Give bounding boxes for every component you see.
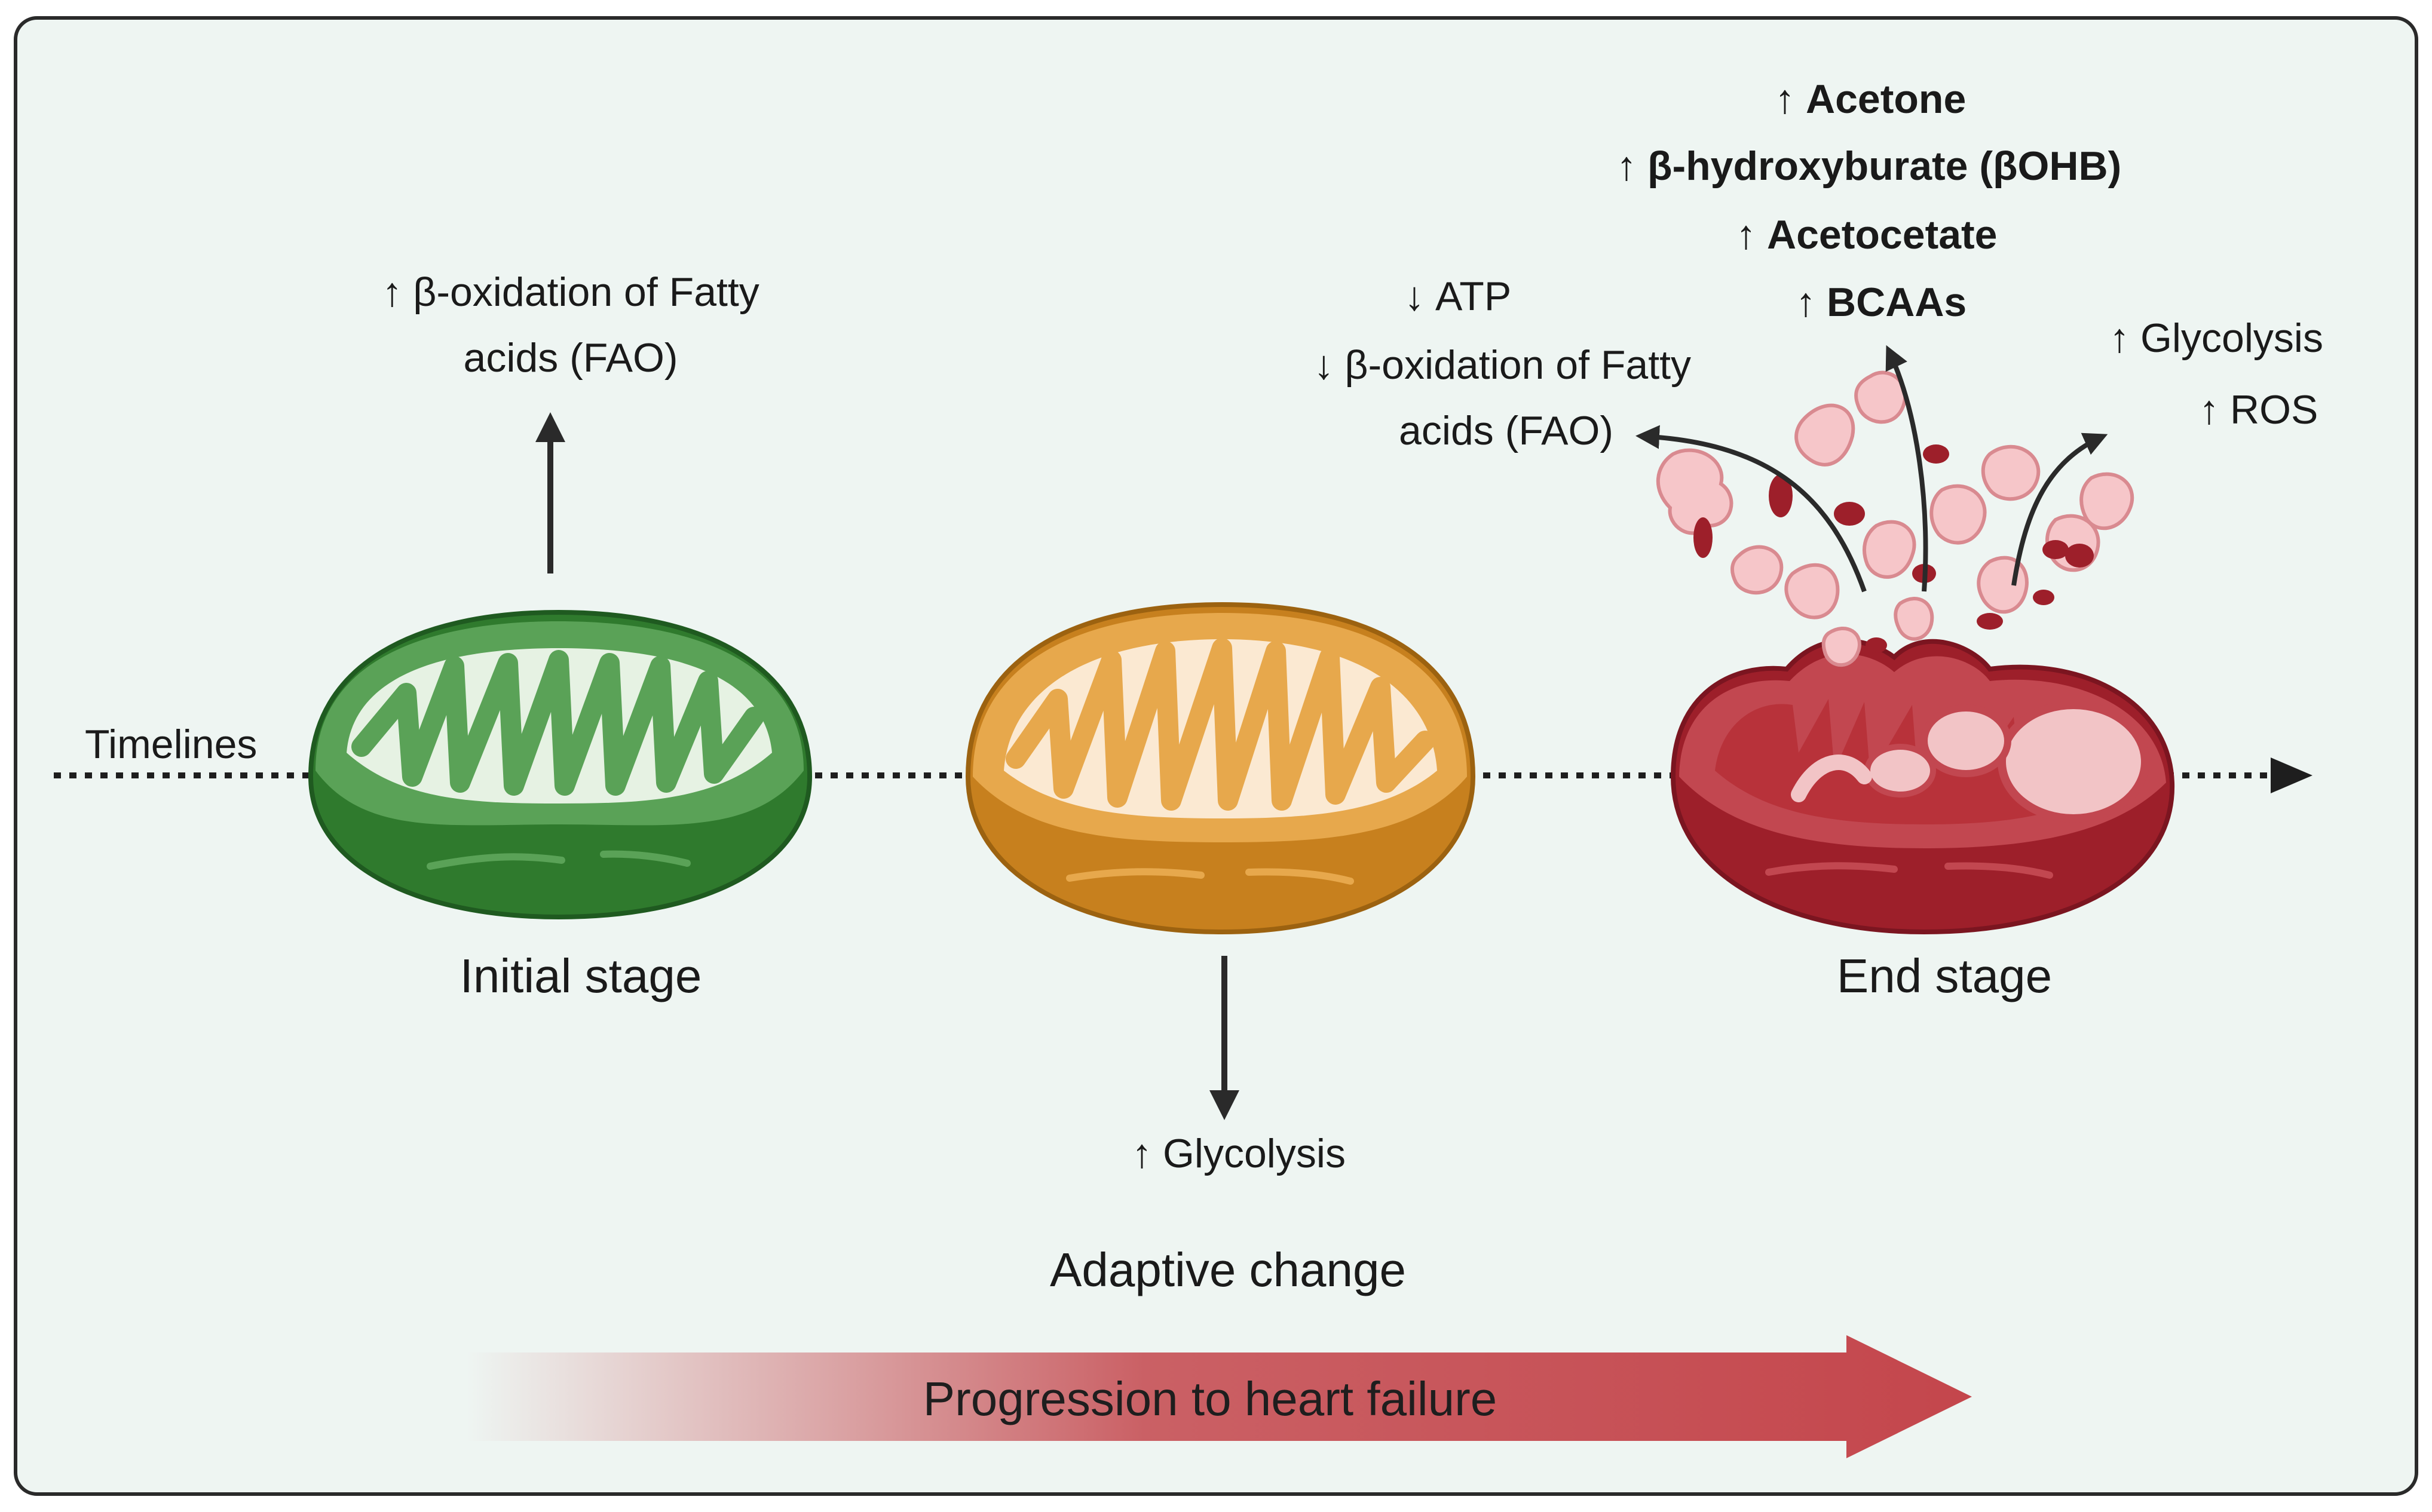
end-effect-acetocetate: Acetocetate xyxy=(1736,201,1998,268)
stage-end-label: End stage xyxy=(1836,949,2053,1002)
end-left-curved-arrow xyxy=(1635,425,1867,593)
end-effect-fao-line2: acids (FAO) xyxy=(1399,408,1613,453)
adaptive-effect-glycolysis: Glycolysis xyxy=(1132,1120,1346,1187)
end-effect-bcaas: BCAAs xyxy=(1796,269,1967,336)
mitochondrion-initial-icon xyxy=(308,609,813,920)
progression-arrow xyxy=(466,1335,1972,1458)
end-effect-bohb: β-hydroxyburate (βOHB) xyxy=(1616,133,2121,200)
mitochondrion-end-icon xyxy=(1670,638,2175,935)
stage-initial-label: Initial stage xyxy=(460,949,702,1002)
end-effect-acetone: Acetone xyxy=(1775,66,1966,133)
progression-label: Progression to heart failure xyxy=(923,1372,1497,1425)
mitochondrion-adaptive-icon xyxy=(965,602,1476,935)
end-effect-atp: ATP xyxy=(1404,263,1511,330)
initial-effect-fao-line2: acids (FAO) xyxy=(463,335,678,381)
end-up-curved-arrow xyxy=(1885,345,1928,592)
initial-effect-fao-line1: β-oxidation of Fatty xyxy=(382,259,759,326)
end-effect-ros: ROS xyxy=(2199,376,2318,443)
stage-adaptive-label: Adaptive change xyxy=(1049,1243,1407,1296)
end-right-curved-arrow xyxy=(2011,433,2108,586)
end-effect-glycolysis: Glycolysis xyxy=(2109,305,2323,372)
end-effect-fao-line1: β-oxidation of Fatty xyxy=(1313,332,1691,398)
timeline-arrow-head xyxy=(2271,757,2312,793)
timeline-label: Timelines xyxy=(85,722,258,767)
